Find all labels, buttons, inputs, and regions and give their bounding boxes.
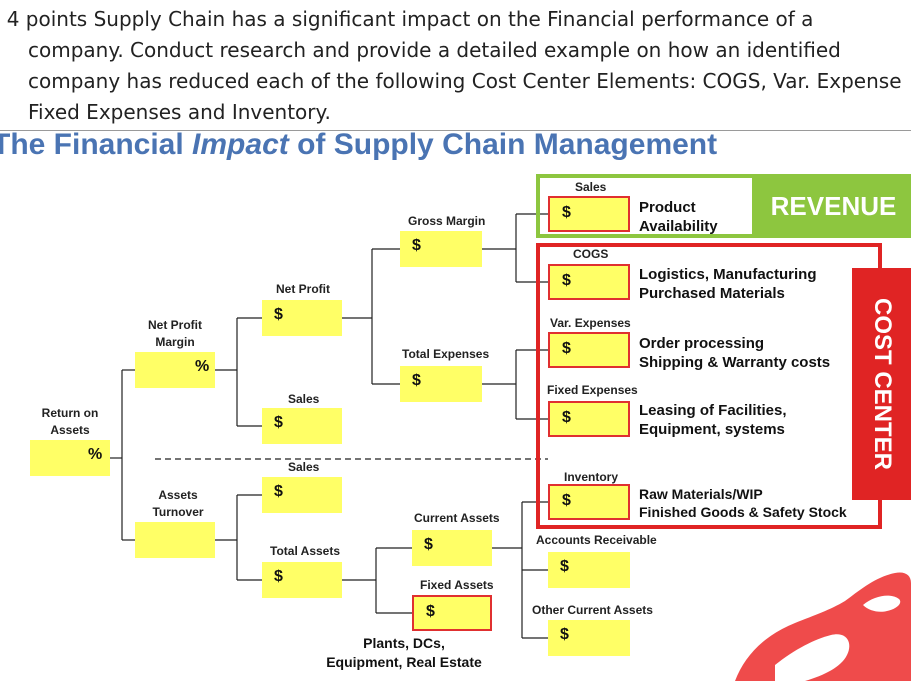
dollar-symbol: $ — [412, 372, 421, 389]
label-accounts-receivable: Accounts Receivable — [536, 533, 657, 547]
box-fixed-expenses: $ — [548, 401, 630, 437]
box-assets-turnover — [135, 522, 215, 558]
dollar-symbol: $ — [274, 414, 283, 431]
box-return-on-assets: % — [30, 440, 110, 476]
question-line-2: company. Conduct research and provide a … — [28, 38, 841, 62]
title-part-3: of Supply Chain Management — [288, 128, 718, 161]
desc-fixed-expenses: Leasing of Facilities, Equipment, systems — [639, 401, 787, 439]
desc-fixed-assets: Plants, DCs, Equipment, Real Estate — [318, 634, 490, 672]
box-gross-margin: $ — [400, 231, 482, 267]
box-other-current-assets: $ — [548, 620, 630, 656]
dollar-symbol: $ — [560, 558, 569, 575]
label-current-assets: Current Assets — [414, 511, 500, 525]
box-net-profit: $ — [262, 300, 342, 336]
box-total-expenses: $ — [400, 366, 482, 402]
desc-var-line-2: Shipping & Warranty costs — [639, 354, 831, 371]
label-inventory: Inventory — [564, 470, 619, 484]
red-scribble-mark — [735, 572, 911, 681]
cost-center-tab — [852, 268, 911, 500]
desc-fa-line-1: Plants, DCs, — [363, 635, 445, 651]
box-net-profit-margin: % — [135, 352, 215, 388]
dollar-symbol: $ — [562, 492, 571, 509]
box-cogs: $ — [548, 264, 630, 300]
label-fixed-expenses: Fixed Expenses — [547, 383, 638, 397]
box-fixed-assets: $ — [412, 595, 492, 631]
label-fixed-assets: Fixed Assets — [420, 578, 494, 592]
percent-symbol: % — [195, 358, 210, 375]
box-sales-mid: $ — [262, 408, 342, 444]
dollar-symbol: $ — [424, 536, 433, 553]
question-line-4: Fixed Expenses and Inventory. — [28, 100, 331, 124]
dollar-symbol: $ — [562, 340, 571, 357]
box-sales-lower: $ — [262, 477, 342, 513]
desc-fa-line-2: Equipment, Real Estate — [326, 654, 482, 670]
box-var-expenses: $ — [548, 332, 630, 368]
dollar-symbol: $ — [274, 568, 283, 585]
dollar-symbol: $ — [562, 204, 571, 221]
revenue-tab: REVENUE — [756, 174, 911, 238]
desc-fixed-line-2: Equipment, systems — [639, 421, 785, 438]
desc-inv-line-1: Raw Materials/WIP — [639, 486, 763, 502]
box-accounts-receivable: $ — [548, 552, 630, 588]
label-sales-right: Sales — [575, 180, 607, 194]
label-gross-margin: Gross Margin — [408, 214, 486, 228]
label-sales-lower: Sales — [288, 460, 320, 474]
label-total-assets: Total Assets — [270, 544, 341, 558]
label-net-profit-margin: Net Profit Margin — [148, 318, 202, 349]
desc-fixed-line-1: Leasing of Facilities, — [639, 402, 787, 419]
desc-cogs-line-1: Logistics, Manufacturing — [639, 266, 817, 283]
dollar-symbol: $ — [274, 306, 283, 323]
box-current-assets: $ — [412, 530, 492, 566]
box-total-assets: $ — [262, 562, 342, 598]
title-part-1: The Financial — [0, 128, 193, 161]
box-inventory: $ — [548, 484, 630, 520]
dollar-symbol: $ — [562, 272, 571, 289]
desc-var-line-1: Order processing — [639, 335, 765, 352]
desc-cogs-line-2: Purchased Materials — [639, 285, 785, 302]
dollar-symbol: $ — [274, 483, 283, 500]
divider-line — [0, 130, 911, 131]
label-net-profit: Net Profit — [276, 282, 330, 296]
label-sales-mid: Sales — [288, 392, 320, 406]
revenue-frame — [536, 174, 756, 238]
label-return-on-assets: Return on Assets — [41, 406, 99, 437]
cost-center-label: COST CENTER — [869, 297, 896, 471]
desc-product-line-1: Product — [639, 199, 696, 216]
label-cogs: COGS — [573, 247, 609, 261]
desc-inventory: Raw Materials/WIP Finished Goods & Safety… — [639, 485, 847, 521]
dollar-symbol: $ — [562, 409, 571, 426]
desc-product-line-2: Availability — [639, 218, 718, 235]
diagram-title: The Financial Impact of Supply Chain Man… — [0, 128, 717, 162]
percent-symbol: % — [88, 446, 103, 463]
title-part-2: Impact — [192, 128, 289, 161]
question-line-1: . 4 points Supply Chain has a significan… — [0, 7, 814, 31]
question-line-3: company has reduced each of the followin… — [28, 69, 902, 93]
box-sales-right: $ — [548, 196, 630, 232]
label-var-expenses: Var. Expenses — [550, 316, 631, 330]
label-other-current-assets: Other Current Assets — [532, 603, 653, 617]
dollar-symbol: $ — [560, 626, 569, 643]
dollar-symbol: $ — [412, 237, 421, 254]
desc-inv-line-2: Finished Goods & Safety Stock — [639, 504, 847, 520]
dollar-symbol: $ — [426, 603, 435, 620]
label-assets-turnover: Assets Turnover — [152, 488, 204, 519]
label-total-expenses: Total Expenses — [402, 347, 490, 361]
